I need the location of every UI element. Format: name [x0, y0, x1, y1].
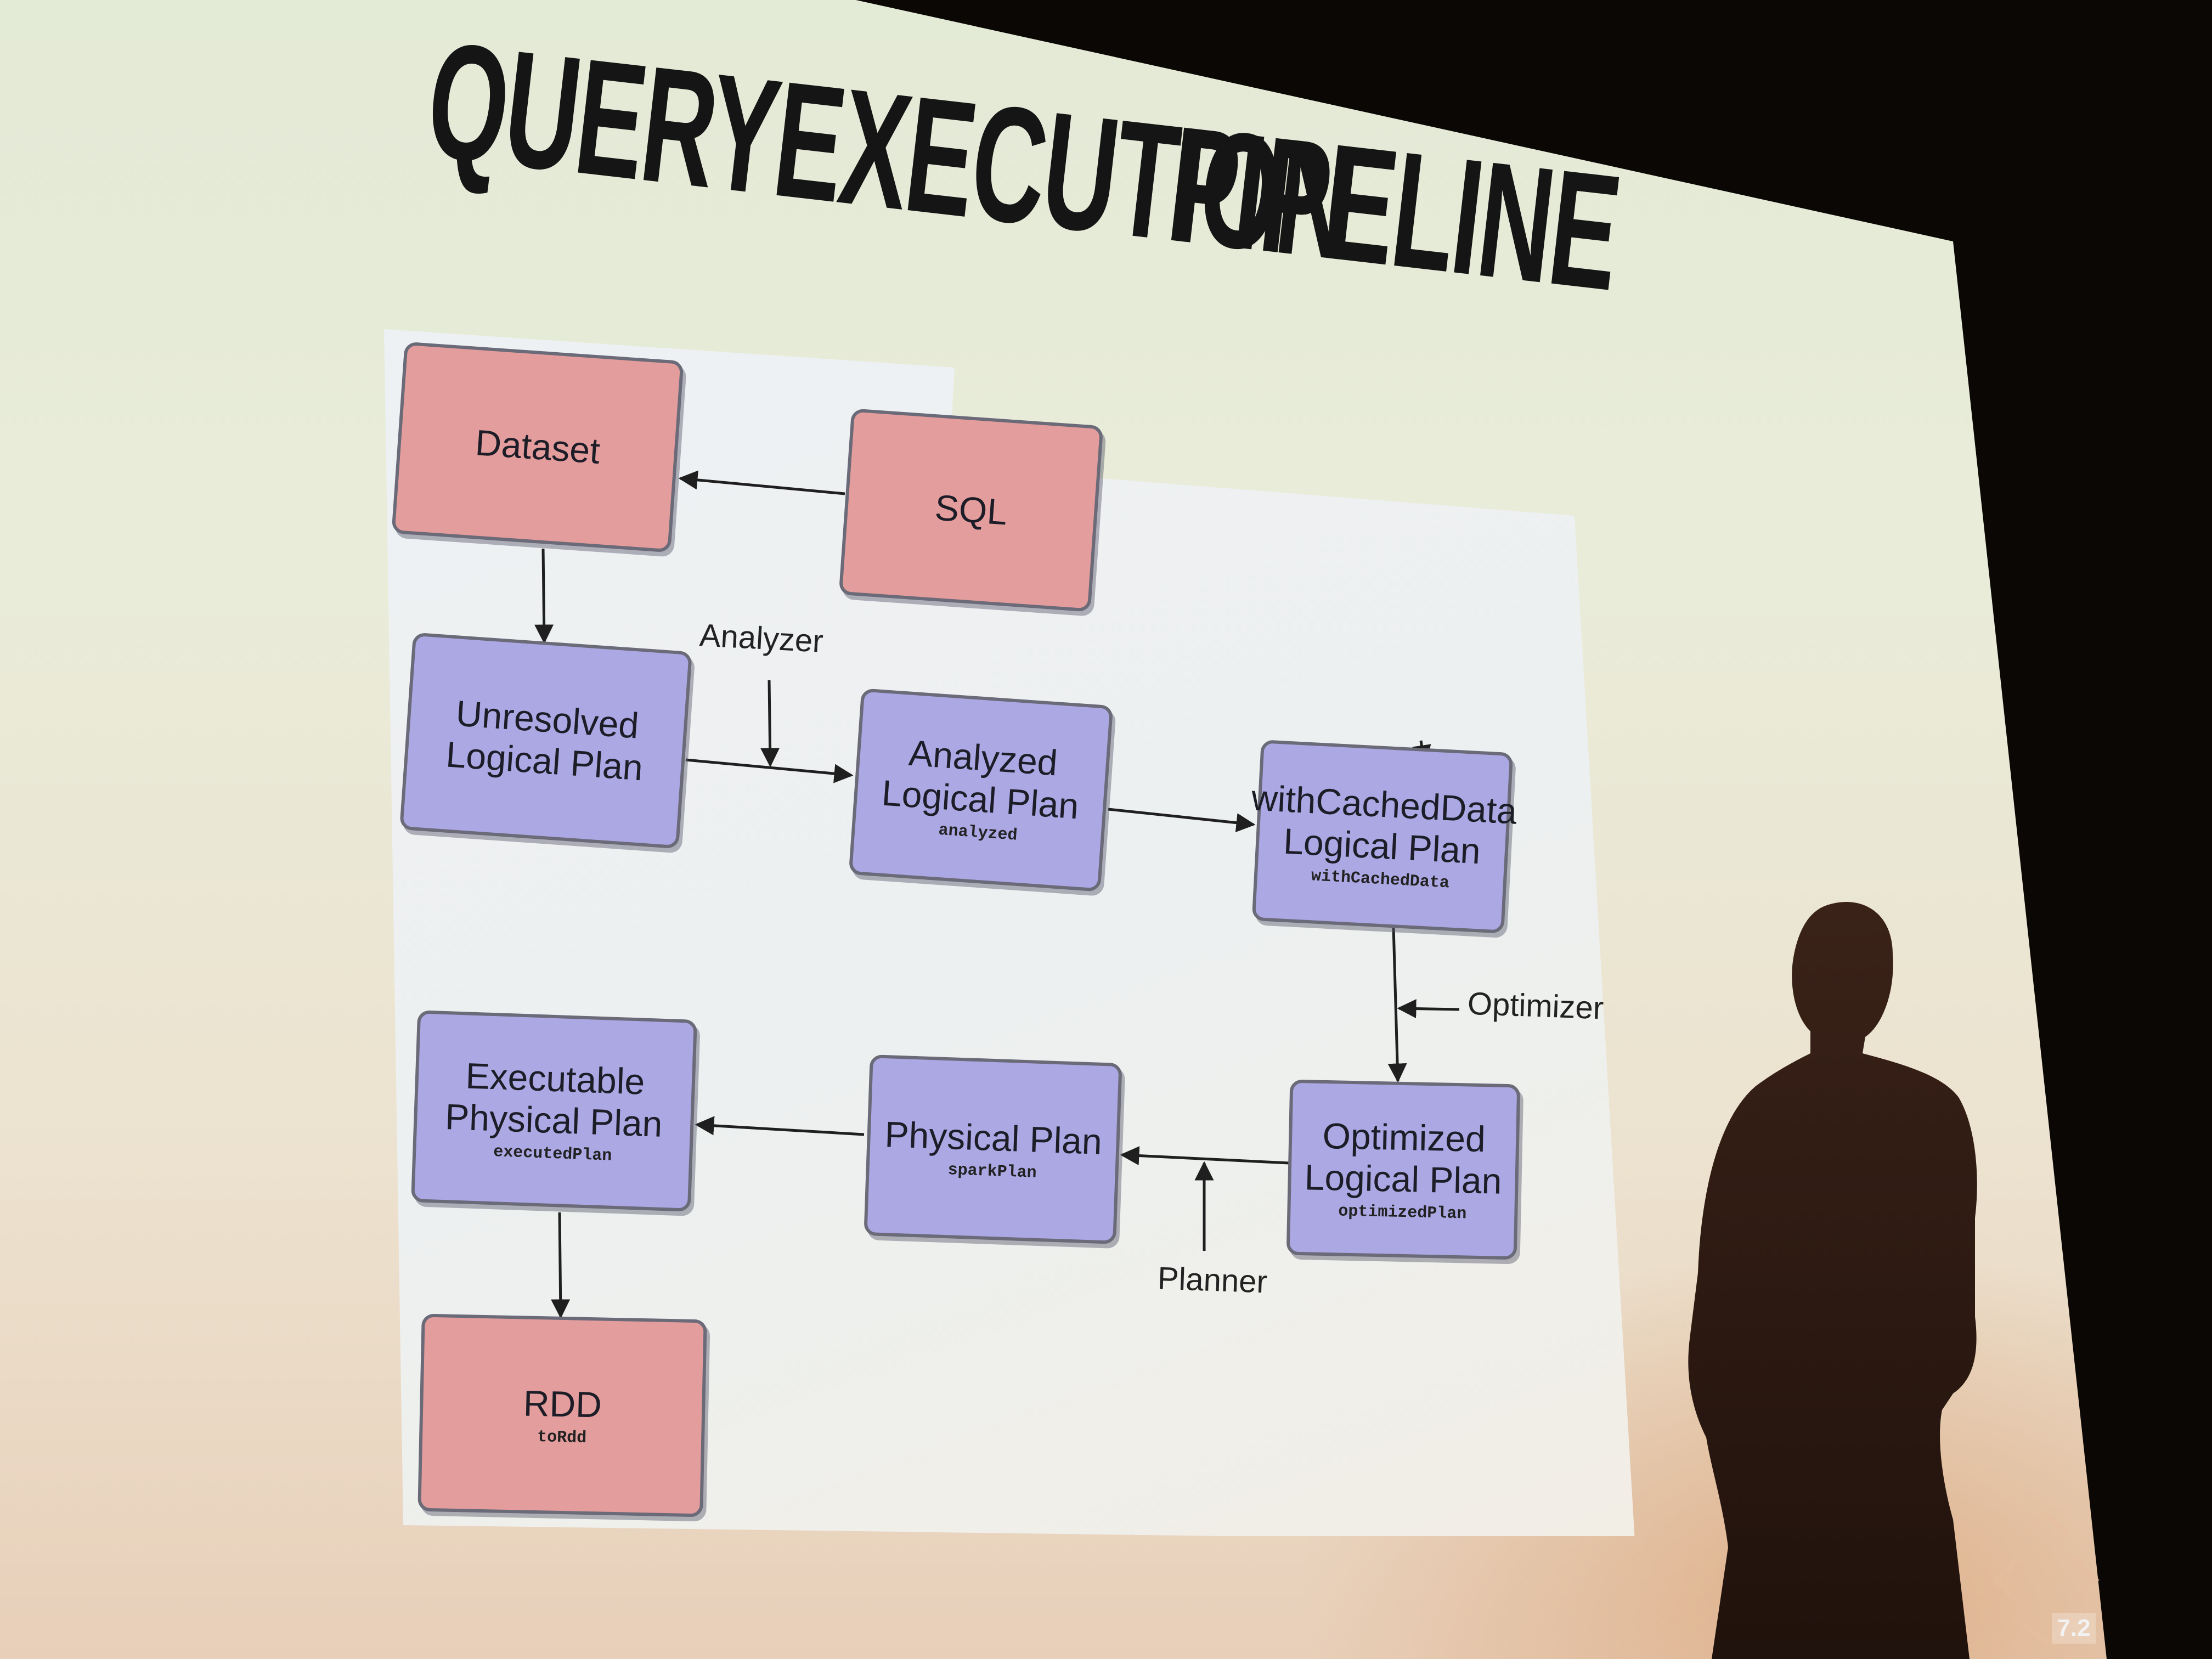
node-unresolved-logical-plan: Unresolved Logical Plan	[399, 632, 692, 849]
arrow-sql-to-dataset	[678, 470, 845, 495]
node-sql-label: SQL	[933, 487, 1009, 533]
arrow-analyzed-to-cached	[1108, 808, 1256, 833]
node-analyzed-sub: analyzed	[938, 821, 1018, 845]
node-cached-sub: withCachedData	[1311, 867, 1450, 893]
node-executable-sub: executedPlan	[493, 1143, 612, 1166]
arrow-optimizer-tick	[1397, 999, 1460, 1019]
node-rdd: RDD toRdd	[417, 1313, 707, 1517]
node-optimized-sub: optimizedPlan	[1338, 1202, 1467, 1224]
node-sql: SQL	[838, 408, 1104, 612]
arrow-cached-to-optimized	[1387, 927, 1407, 1083]
node-physical-plan: Physical Plan sparkPlan	[864, 1054, 1122, 1244]
node-analyzed-logical-plan: Analyzed Logical Plan analyzed	[848, 688, 1114, 892]
node-cached-label: withCachedData Logical Plan	[1250, 777, 1518, 872]
node-executable-label: Executable Physical Plan	[444, 1055, 663, 1144]
arrow-unresolved-to-analyzed	[685, 758, 854, 783]
nav-right-icon	[2072, 1556, 2100, 1604]
edge-label-analyzer: Analyzer	[698, 617, 825, 659]
node-analyzed-label: Analyzed Logical Plan	[880, 732, 1080, 827]
node-physical-label: Physical Plan	[884, 1114, 1103, 1162]
presenter-silhouette	[1688, 902, 1977, 1659]
node-executable-physical-plan: Executable Physical Plan executedPlan	[411, 1010, 697, 1212]
edge-label-planner: Planner	[1156, 1260, 1268, 1300]
title-word-pipeline: PIPELINE	[1160, 91, 1627, 325]
arrow-optimized-to-physical	[1120, 1146, 1290, 1166]
arrow-analyzer-tick	[760, 680, 780, 768]
node-dataset: Dataset	[391, 341, 684, 553]
arrow-physical-to-executable	[695, 1116, 865, 1136]
node-dataset-label: Dataset	[474, 422, 602, 471]
nav-up-icon	[2022, 1510, 2070, 1538]
node-optimized-logical-plan: Optimized Logical Plan optimizedPlan	[1286, 1079, 1521, 1260]
nav-left-icon	[1993, 1556, 2021, 1604]
node-rdd-label: RDD	[523, 1383, 602, 1425]
diagram-arrows	[534, 470, 1460, 1319]
nav-down-icon	[2022, 1622, 2070, 1646]
node-physical-sub: sparkPlan	[947, 1161, 1037, 1183]
slide-number: 7.2	[2052, 1613, 2096, 1644]
arrow-dataset-to-unresolved	[534, 548, 554, 644]
node-unresolved-label: Unresolved Logical Plan	[444, 692, 645, 788]
arrow-executable-to-rdd	[551, 1212, 571, 1319]
node-optimized-label: Optimized Logical Plan	[1304, 1115, 1503, 1201]
node-rdd-sub: toRdd	[537, 1427, 587, 1448]
pipeline-diagram: Dataset SQL Unresolved Logical Plan Anal…	[384, 329, 1646, 1536]
edge-label-optimizer: Optimizer	[1466, 985, 1605, 1026]
slide-navigation-arrows[interactable]	[1991, 1503, 2101, 1646]
node-withcacheddata-logical-plan: withCachedData Logical Plan withCachedDa…	[1250, 740, 1518, 934]
